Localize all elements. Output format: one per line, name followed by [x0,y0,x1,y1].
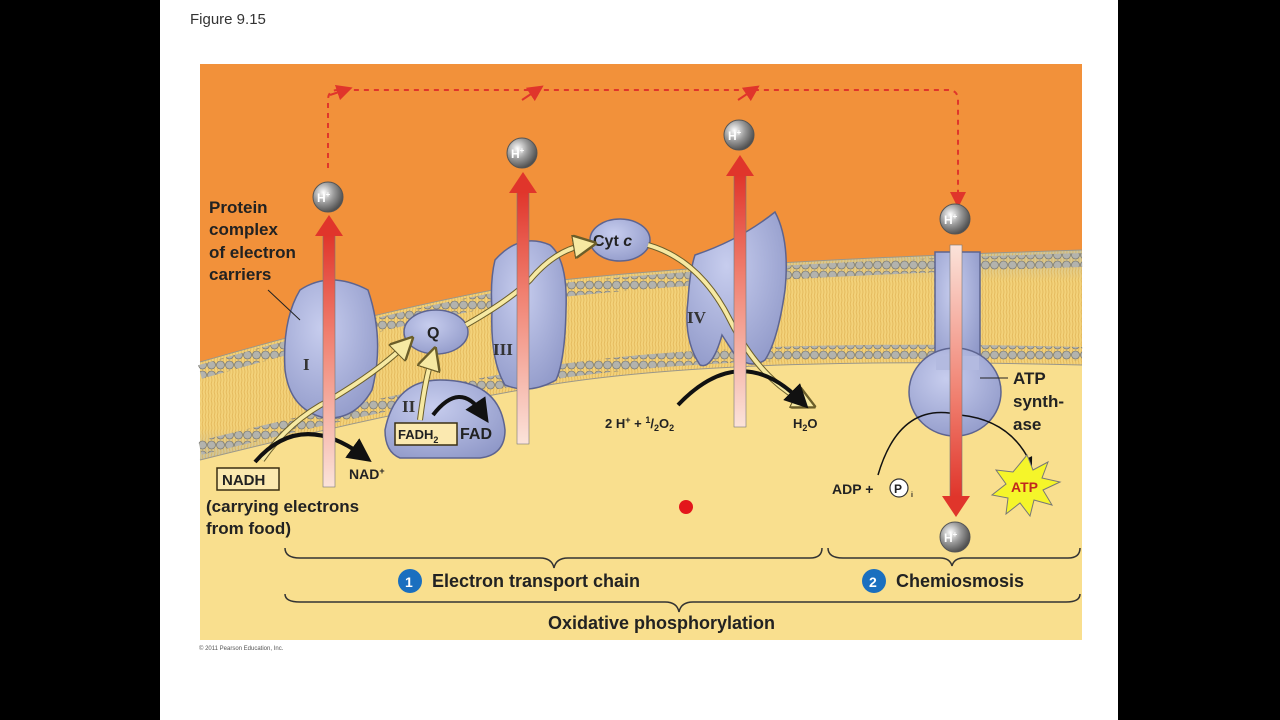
complex-ii-label: II [402,397,416,416]
svg-text:1: 1 [405,574,413,590]
copyright-text: © 2011 Pearson Education, Inc. [199,645,284,652]
q-label: Q [427,325,439,342]
proton-return-path [327,89,966,208]
h-plus-ion-icon: H+ [723,119,755,151]
pointer-dot [679,500,693,514]
svg-text:complex: complex [209,220,279,239]
svg-text:Protein: Protein [209,198,268,217]
svg-text:ATP: ATP [1013,369,1046,388]
dashed-arrowhead [329,84,353,101]
nad-plus-label: NAD+ [349,466,385,482]
svg-text:of electron: of electron [209,243,296,262]
nadh-label: NADH [222,472,265,489]
atp-burst-icon: ATP [990,454,1062,518]
dashed-arrowhead [521,85,544,102]
atp-synthase-label: ATP synth- ase [1013,369,1064,434]
step1-label: Electron transport chain [432,571,640,591]
svg-text:i: i [911,492,913,499]
fadh2-label: FADH2 [398,427,438,445]
proton-arrow-i [315,215,343,488]
process-label: Oxidative phosphorylation [548,613,775,633]
svg-text:from food): from food) [206,519,291,538]
step2-label: Chemiosmosis [896,571,1024,591]
proton-arrow-iii [509,172,537,445]
adp-label: ADP + [832,481,873,497]
water-label: H2O [793,416,818,433]
nadh-oxidation-arrow [253,432,372,464]
protein-complex-label: Protein complex of electron carriers [209,198,296,284]
dashed-arrowhead [737,85,760,102]
svg-text:synth-: synth- [1013,392,1064,411]
proton-arrow-atp-synthase [942,244,970,517]
nadh-box [216,467,280,491]
h-plus-ion-icon: H+ [939,521,971,553]
svg-text:ase: ase [1013,415,1041,434]
fadh2-box [394,422,458,446]
protein-complex-pointer [267,289,301,321]
cyt-c-label: Cyt c [593,233,632,250]
step-number-icon: 2 [862,569,886,593]
h-plus-ion-icon: H+ [312,181,344,213]
fadh2-oxidation-arrow [431,395,489,423]
svg-text:carriers: carriers [209,265,271,284]
oxygen-equation: 2 H+ + 1/2O2 [605,415,674,433]
proton-arrow-iv [726,155,754,428]
svg-text:2: 2 [869,574,877,590]
h-plus-ion-icon: H+ [506,137,538,169]
electron-path-iii [465,245,585,327]
step-number-icon: 1 [398,569,422,593]
electron-path-ii [420,358,432,421]
atp-label: ATP [1011,479,1038,495]
nadh-note: (carrying electrons from food) [206,497,359,538]
complex-iii-label: III [493,340,513,359]
complex-i-label: I [303,355,310,374]
figure-title: Figure 9.15 [190,11,266,28]
svg-text:(carrying electrons: (carrying electrons [206,497,359,516]
complex-iv-label: IV [687,308,707,327]
electron-transport-brace [284,547,823,569]
oxidative-phosphorylation-brace [284,593,1081,613]
phosphate-circle-icon: P i [889,478,913,499]
fad-label: FAD [460,426,492,443]
chemiosmosis-brace [827,547,1081,567]
svg-text:P: P [894,482,902,496]
h-plus-ion-icon: H+ [939,203,971,235]
